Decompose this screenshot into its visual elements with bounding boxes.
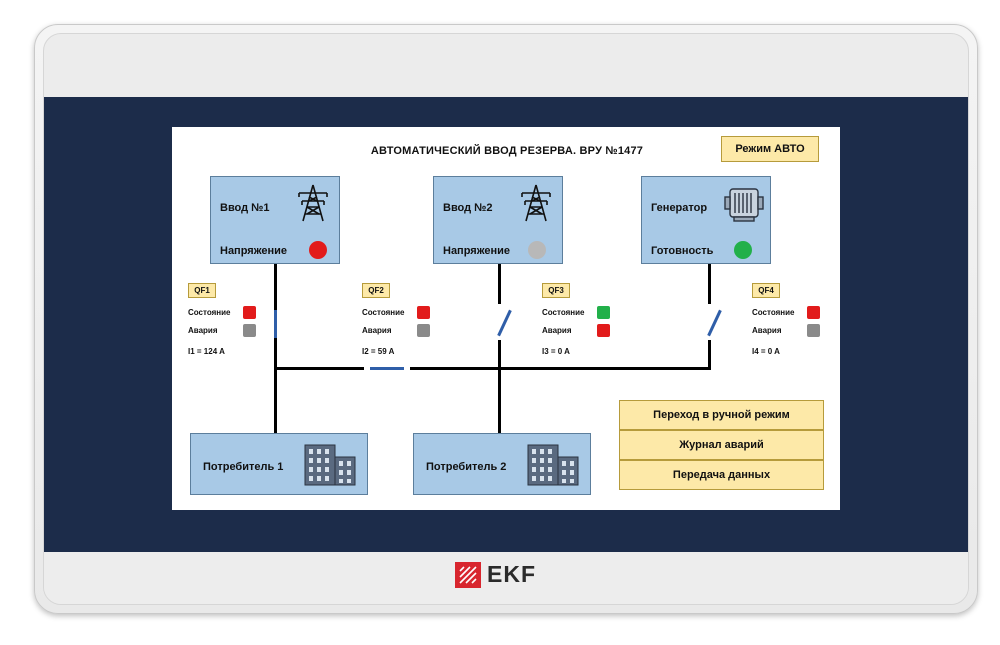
consumer-name: Потребитель 1 [203,461,284,473]
breaker-current: I1 = 124 A [188,347,225,356]
hmi-screen: АВТОМАТИЧЕСКИЙ ВВОД РЕЗЕРВА. ВРУ №1477 Р… [172,127,840,510]
breaker-state-label: Состояние [752,308,795,317]
switch-qf3 [497,309,512,337]
source-generator[interactable]: Генератор Готовность [641,176,771,264]
source-input-1[interactable]: Ввод №1 Напряжение [210,176,340,264]
breaker-state-lamp [243,306,256,319]
bus-right [410,367,711,370]
breaker-alarm-label: Авария [752,326,782,335]
switch-qf2 [370,367,404,370]
source-status-label: Готовность [651,245,714,257]
source-input-2[interactable]: Ввод №2 Напряжение [433,176,563,264]
breaker-alarm-lamp [597,324,610,337]
ready-indicator-lamp [734,241,752,259]
breaker-alarm-label: Авария [542,326,572,335]
breaker-qf4-label: QF4 [752,283,780,298]
breaker-alarm-lamp [243,324,256,337]
breaker-qf3-label: QF3 [542,283,570,298]
breaker-alarm-lamp [807,324,820,337]
voltage-indicator-lamp [528,241,546,259]
wire-qf4-top [708,264,711,304]
screen-title: АВТОМАТИЧЕСКИЙ ВВОД РЕЗЕРВА. ВРУ №1477 [370,145,644,157]
manual-mode-button[interactable]: Переход в ручной режим [619,400,824,430]
source-status-label: Напряжение [220,245,287,257]
voltage-indicator-lamp [309,241,327,259]
source-name: Ввод №1 [220,202,270,214]
building-icon [303,441,357,492]
wire-qf1-bottom [274,338,277,434]
consumer-name: Потребитель 2 [426,461,507,473]
breaker-alarm-label: Авария [362,326,392,335]
alarm-log-button[interactable]: Журнал аварий [619,430,824,460]
bottom-strip [44,552,968,604]
building-icon [526,441,580,492]
consumer-2[interactable]: Потребитель 2 [413,433,591,495]
source-name: Генератор [651,202,708,214]
generator-icon [724,185,764,228]
bus-left [274,367,364,370]
breaker-state-label: Состояние [542,308,585,317]
data-transfer-button[interactable]: Передача данных [619,460,824,490]
power-tower-icon [518,183,554,228]
wire-qf3-top [498,264,501,304]
breaker-alarm-lamp [417,324,430,337]
consumer-1[interactable]: Потребитель 1 [190,433,368,495]
breaker-state-lamp [417,306,430,319]
breaker-current: I4 = 0 A [752,347,780,356]
power-tower-icon [295,183,331,228]
switch-qf4 [707,309,722,337]
wire-qf3-bottom [498,340,501,434]
wire-qf1-top [274,264,277,310]
source-status-label: Напряжение [443,245,510,257]
breaker-qf2-label: QF2 [362,283,390,298]
breaker-state-label: Состояние [362,308,405,317]
breaker-current: I2 = 59 A [362,347,395,356]
ekf-logo: EKF [455,561,536,588]
breaker-state-lamp [597,306,610,319]
breaker-current: I3 = 0 A [542,347,570,356]
breaker-state-label: Состояние [188,308,231,317]
breaker-state-lamp [807,306,820,319]
switch-qf1 [274,310,277,338]
wire-qf4-bottom [708,340,711,369]
breaker-alarm-label: Авария [188,326,218,335]
breaker-qf1-label: QF1 [188,283,216,298]
ekf-logo-text: EKF [487,561,536,587]
source-name: Ввод №2 [443,202,493,214]
ekf-logo-mark [455,561,481,588]
mode-auto-button[interactable]: Режим АВТО [721,136,819,162]
